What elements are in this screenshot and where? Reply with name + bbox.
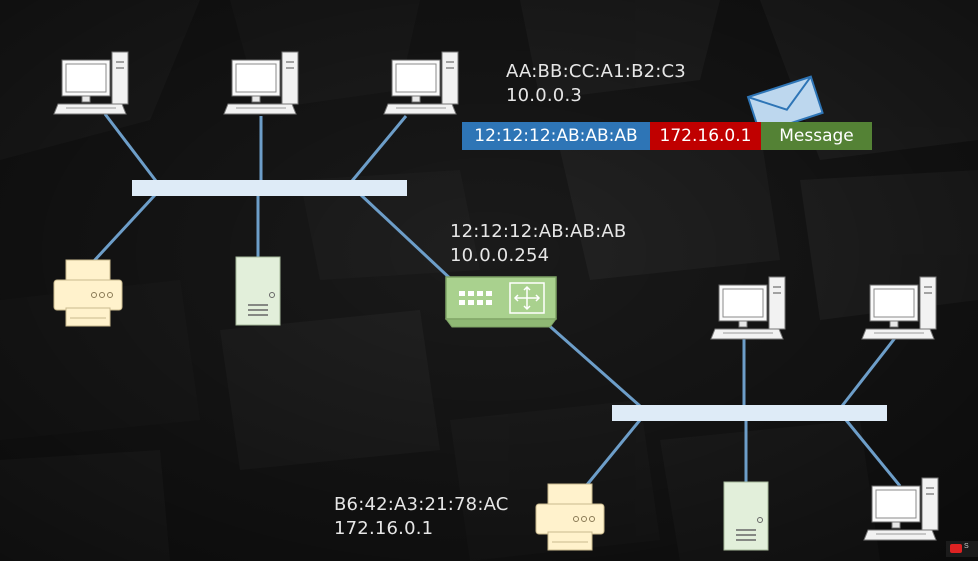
link-router-bottom xyxy=(544,320,641,408)
source-host-label: AA:BB:CC:A1:B2:C3 10.0.0.3 xyxy=(506,60,686,108)
frame-dest-mac: 12:12:12:AB:AB:AB xyxy=(462,122,650,150)
link-printer-top xyxy=(91,193,157,264)
server-icon xyxy=(723,481,769,551)
youtube-icon xyxy=(950,544,962,553)
destination-host-ip: 172.16.0.1 xyxy=(334,518,434,539)
frame-dest-ip: 172.16.0.1 xyxy=(650,122,761,150)
watermark: S xyxy=(946,541,978,557)
destination-host-label: B6:42:A3:21:78:AC 172.16.0.1 xyxy=(334,493,509,541)
computer-icon xyxy=(710,276,786,340)
watermark-text: S xyxy=(964,543,969,550)
computer-icon xyxy=(53,51,129,115)
link-router-top xyxy=(359,193,457,285)
router-mac: 12:12:12:AB:AB:AB xyxy=(450,221,627,242)
bottom-network-links xyxy=(544,320,902,487)
router-icon xyxy=(445,276,557,328)
server-icon xyxy=(235,256,281,326)
link-pc6 xyxy=(844,419,902,487)
source-computer-icon xyxy=(383,51,459,115)
frame-payload: Message xyxy=(761,122,872,150)
source-host-ip: 10.0.0.3 xyxy=(506,85,583,106)
router-label: 12:12:12:AB:AB:AB 10.0.0.254 xyxy=(450,220,626,268)
top-network-bus xyxy=(132,180,407,196)
computer-icon xyxy=(861,276,937,340)
bottom-network-bus xyxy=(612,405,887,421)
source-host-mac: AA:BB:CC:A1:B2:C3 xyxy=(506,61,686,82)
router-ip: 10.0.0.254 xyxy=(450,245,550,266)
computer-icon xyxy=(863,477,939,541)
link-pc5 xyxy=(840,337,897,407)
destination-host-mac: B6:42:A3:21:78:AC xyxy=(334,494,509,515)
link-pc3 xyxy=(350,115,408,182)
computer-icon xyxy=(223,51,299,115)
link-pc1 xyxy=(103,113,158,182)
link-printer-bottom xyxy=(584,419,642,487)
top-network-links xyxy=(91,113,457,285)
